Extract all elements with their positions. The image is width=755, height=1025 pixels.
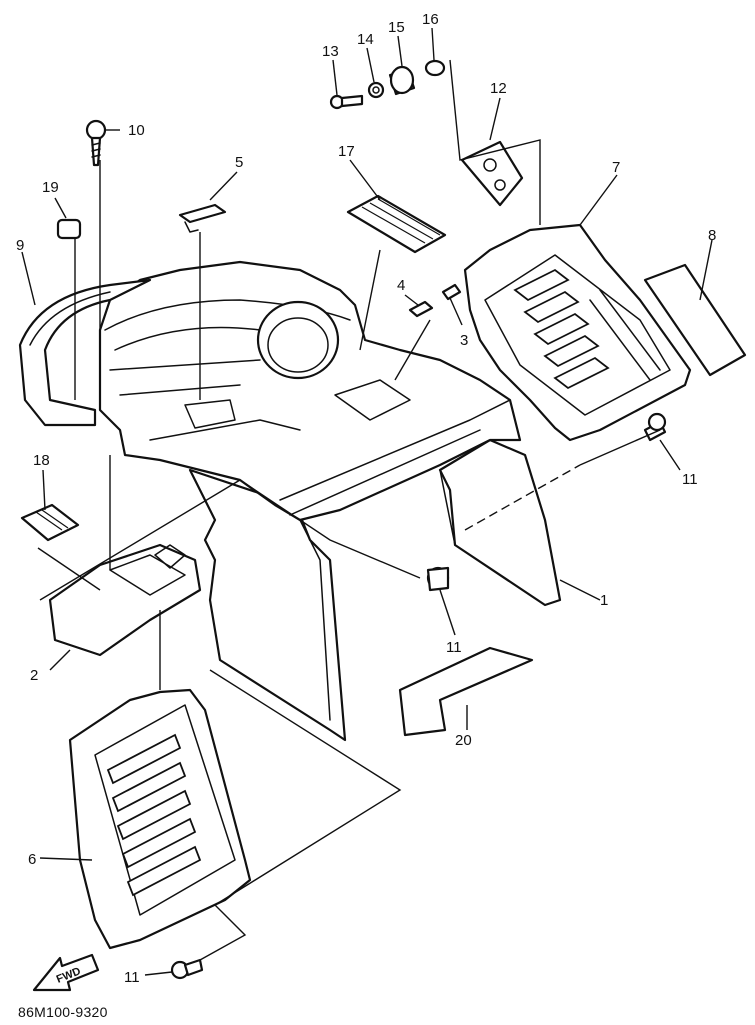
leader-lines: [21, 27, 713, 976]
callout-6: 6: [28, 851, 36, 868]
part-19-cap: [56, 218, 82, 240]
callout-7: 7: [612, 159, 620, 176]
part-17-vent-plate: [346, 194, 447, 254]
part-20-lower-plate: [398, 646, 534, 737]
callout-2: 2: [30, 667, 38, 684]
callout-13: 13: [322, 43, 339, 60]
part-10-screw: [85, 119, 107, 167]
part-5-clip: [178, 203, 227, 233]
part-1-front-cowling: [98, 260, 562, 742]
part-6-left-louver-panel: [68, 688, 252, 950]
callout-11-bottom: 11: [124, 969, 140, 986]
part-9-side-fairing: [18, 278, 152, 427]
callout-3: 3: [460, 332, 468, 349]
callout-labels: 1 2 3 4 5 6 7 8 9 10 11 11 11 12 13 14 1…: [16, 11, 716, 986]
callout-16: 16: [422, 11, 439, 28]
callout-12: 12: [490, 80, 507, 97]
drawing-code: 86M100-9320: [18, 1004, 108, 1020]
callout-15: 15: [388, 19, 405, 36]
fwd-arrow-icon: FWD: [32, 953, 100, 992]
callout-14: 14: [357, 31, 374, 48]
callout-9: 9: [16, 237, 24, 254]
callout-1: 1: [600, 592, 608, 609]
part-18-label: [20, 503, 80, 542]
callout-10: 10: [128, 122, 145, 139]
callout-11-center: 11: [446, 639, 462, 656]
part-8-plate: [643, 263, 747, 377]
part-2-cover: [48, 543, 202, 657]
callout-17: 17: [338, 143, 355, 160]
callout-19: 19: [42, 179, 59, 196]
callout-20: 20: [455, 732, 472, 749]
callout-5: 5: [235, 154, 243, 171]
callout-4: 4: [397, 277, 405, 294]
parts-3-4-clips: [408, 283, 462, 318]
part-12-bracket: [460, 140, 524, 207]
callout-8: 8: [708, 227, 716, 244]
part-7-right-louver-panel: [463, 223, 692, 442]
parts-13-16-fastener-stack: [329, 59, 446, 110]
callout-18: 18: [33, 452, 50, 469]
part-11-bolts: [170, 412, 667, 980]
callout-11-right: 11: [682, 471, 698, 488]
